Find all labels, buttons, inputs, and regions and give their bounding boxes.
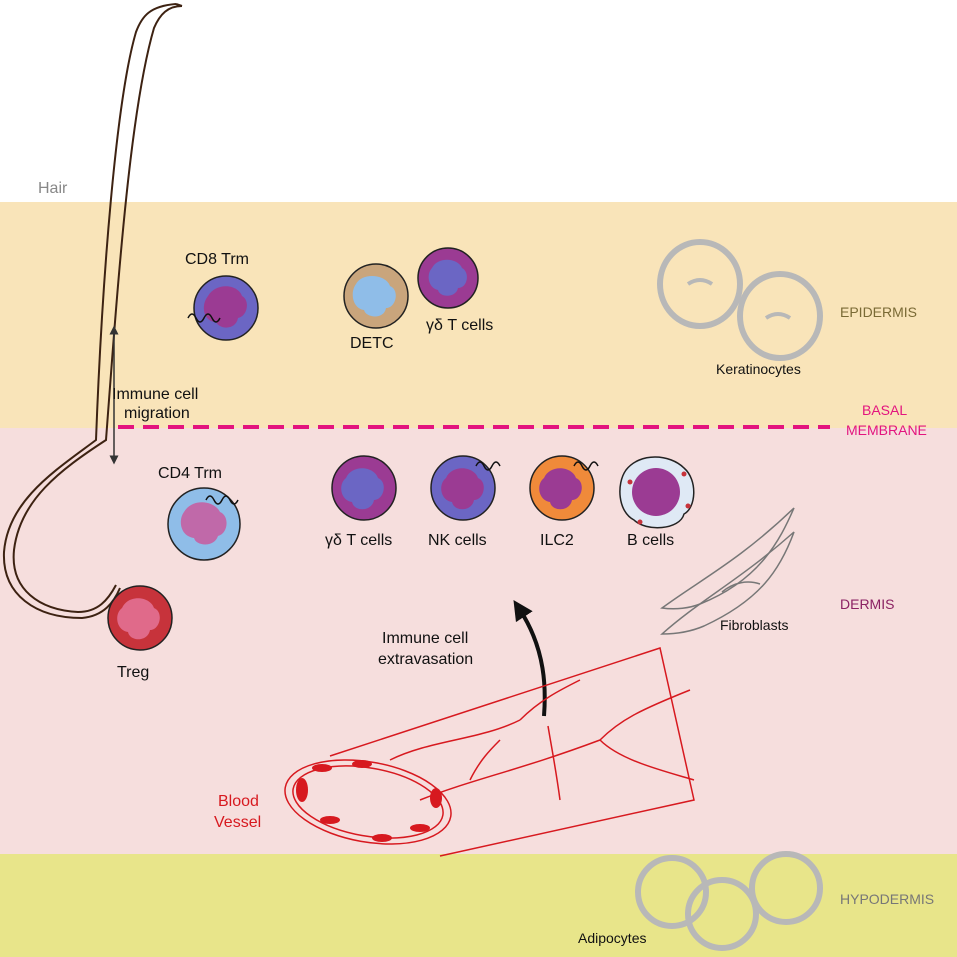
hypodermis-label: HYPODERMIS (840, 891, 934, 907)
keratinocytes (657, 239, 823, 361)
gd-t-cells-epidermis-label: γδ T cells (426, 317, 493, 334)
extravasation-arrow (513, 599, 547, 717)
epidermis-label: EPIDERMIS (840, 304, 917, 320)
hypodermis-layer (0, 854, 957, 957)
dermis-label: DERMIS (840, 596, 894, 612)
adipocytes (635, 851, 823, 951)
nk-cell (430, 455, 501, 521)
cd4-trm-label: CD4 Trm (158, 465, 222, 482)
fibroblasts (660, 507, 795, 635)
detc-cell (343, 263, 409, 329)
ilc2-label: ILC2 (540, 532, 574, 549)
cd4-trm-cell (167, 487, 241, 561)
extravasation-label-line2: extravasation (378, 651, 473, 668)
b-cells-label: B cells (627, 532, 674, 549)
treg-label: Treg (117, 664, 149, 681)
basal-label-line1: BASAL (862, 402, 907, 418)
keratinocytes-label: Keratinocytes (716, 361, 801, 377)
adipocytes-label: Adipocytes (578, 930, 646, 946)
migration-label-line1: Immune cell (112, 386, 198, 403)
b-cell (619, 456, 695, 529)
nk-cells-label: NK cells (428, 532, 487, 549)
epidermis-layer (0, 202, 957, 428)
ilc2-cell (529, 455, 599, 521)
blood-vessel-endothelial-cells (296, 760, 442, 842)
detc-label: DETC (350, 335, 394, 352)
basal-label-line2: MEMBRANE (846, 422, 927, 438)
fibroblasts-label: Fibroblasts (720, 617, 788, 633)
treg-cell (107, 585, 173, 651)
blood-vessel-label-line2: Vessel (214, 814, 261, 831)
gd-t-cell-epidermis (417, 247, 479, 309)
hair-label: Hair (38, 180, 68, 197)
extravasation-label-line1: Immune cell (382, 630, 468, 647)
cd8-trm-label: CD8 Trm (185, 251, 249, 268)
gd-t-cell-dermis (331, 455, 397, 521)
blood-vessel-label-line1: Blood (218, 793, 259, 810)
hair-follicle (2, 3, 183, 620)
gd-t-cells-dermis-label: γδ T cells (325, 532, 392, 549)
cd8-trm-cell (187, 275, 259, 341)
migration-label-line2: migration (124, 405, 190, 422)
blood-vessel (284, 647, 695, 857)
